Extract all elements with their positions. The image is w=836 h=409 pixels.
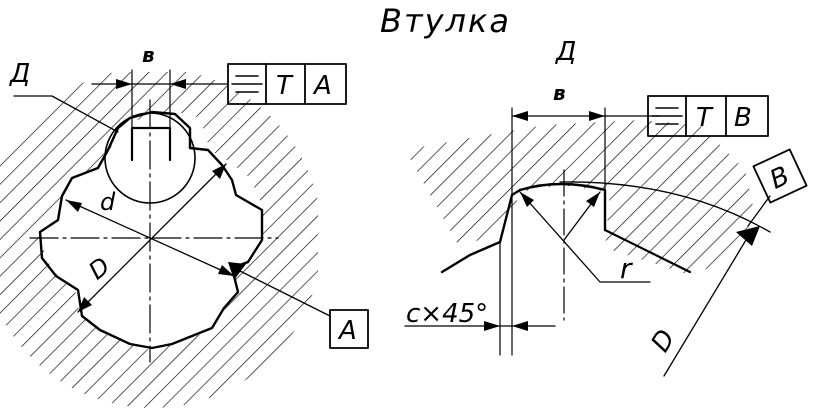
left-feature-control-frame: T A bbox=[227, 63, 347, 105]
datum-box-a: A bbox=[329, 309, 369, 349]
inner-diameter-line bbox=[65, 199, 235, 277]
right-width-label: в bbox=[553, 81, 566, 105]
slot-outline bbox=[518, 182, 607, 232]
key-slot bbox=[130, 126, 172, 162]
right-fcf-datum: B bbox=[734, 103, 752, 133]
major-diameter-arc bbox=[559, 181, 771, 233]
inner-diameter-arrow bbox=[66, 200, 82, 212]
width-label: в bbox=[142, 43, 155, 67]
right-feature-control-frame: T B bbox=[647, 95, 769, 137]
fcf-datum: A bbox=[312, 71, 332, 101]
svg-text:B: B bbox=[765, 161, 794, 196]
inner-diameter-label: d bbox=[100, 188, 116, 216]
fcf-tolerance: T bbox=[276, 71, 294, 101]
section-leader bbox=[13, 95, 119, 133]
spline-bore-outline bbox=[38, 110, 264, 350]
right-fcf-tolerance: T bbox=[696, 103, 714, 133]
datum-b-leader bbox=[747, 195, 771, 227]
symmetry-icon bbox=[231, 75, 263, 93]
outer-diameter-line bbox=[77, 163, 227, 313]
datum-leader bbox=[237, 269, 331, 317]
outer-arc bbox=[603, 228, 692, 274]
datum-box-b: B bbox=[752, 148, 808, 204]
radius-label: r bbox=[620, 252, 633, 285]
chamfer-label: c×45° bbox=[406, 299, 488, 329]
right-outer-diameter-label: D bbox=[646, 325, 682, 358]
left-section-view: d D в Д T A bbox=[0, 43, 369, 408]
datum-triangle bbox=[228, 262, 246, 280]
right-detail-view: в Д r c×45° T B B bbox=[404, 37, 808, 377]
title: Втулка bbox=[380, 2, 511, 40]
right-outer-diameter-line bbox=[663, 229, 753, 377]
left-hatching bbox=[0, 72, 318, 408]
symmetry-icon bbox=[651, 107, 683, 125]
section-label: Д bbox=[9, 59, 30, 89]
svg-text:A: A bbox=[337, 316, 357, 346]
radius-leader bbox=[519, 191, 651, 283]
right-section-label: Д bbox=[555, 37, 576, 67]
